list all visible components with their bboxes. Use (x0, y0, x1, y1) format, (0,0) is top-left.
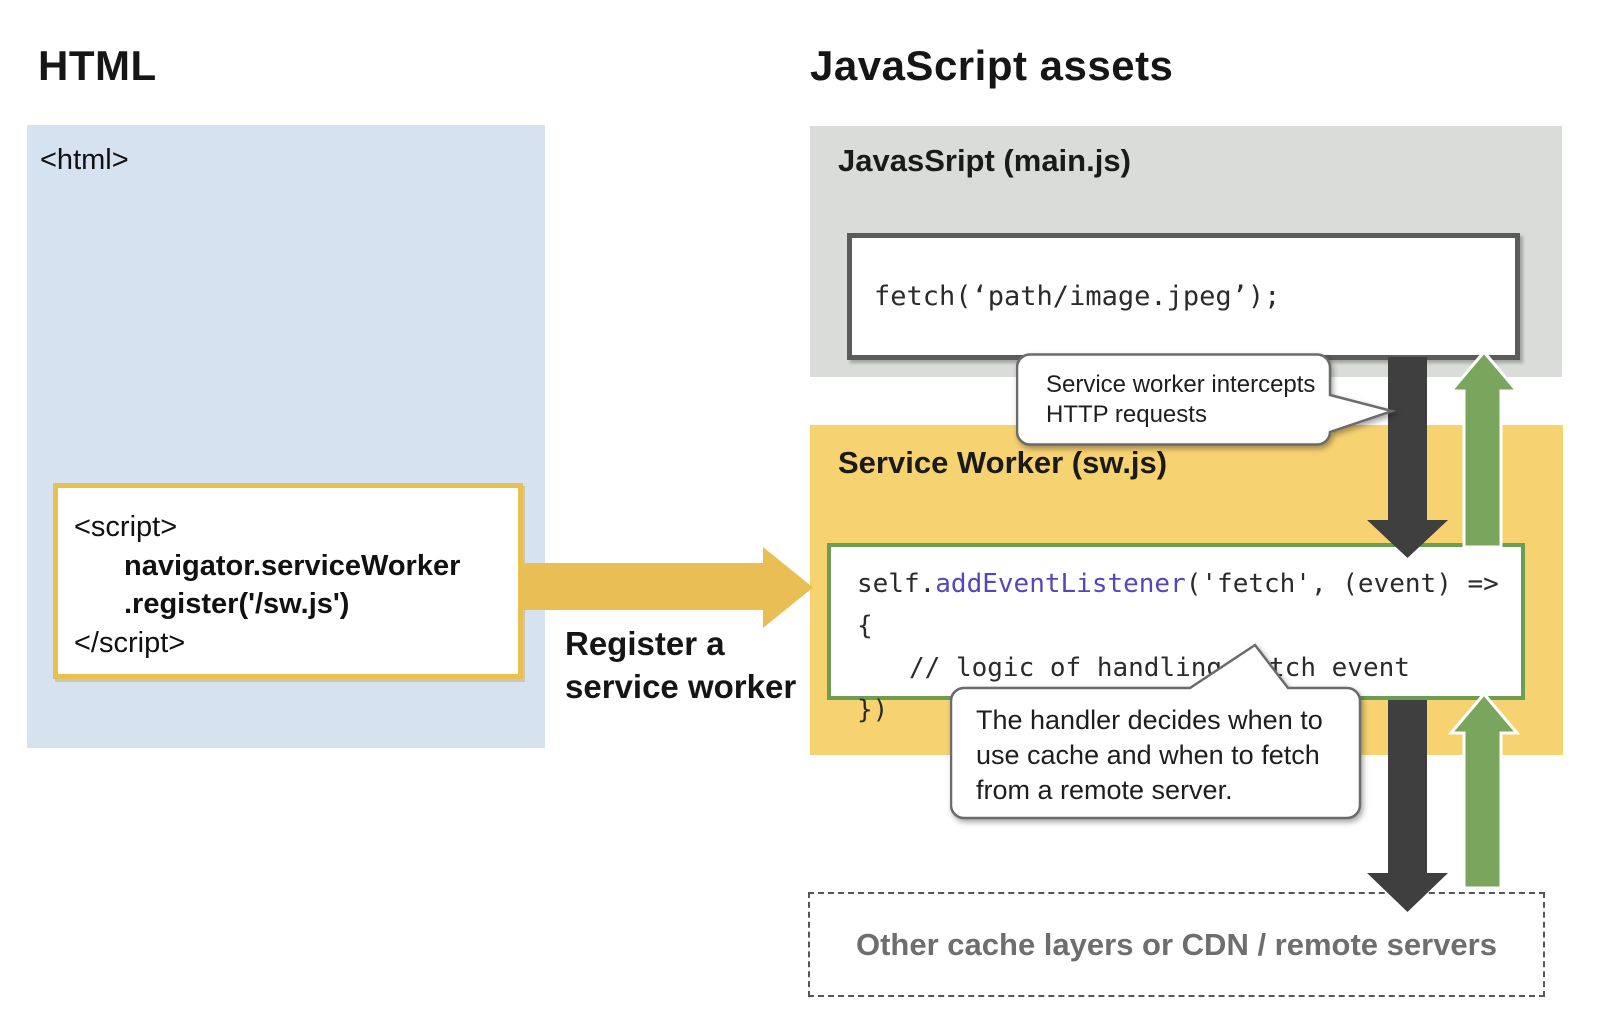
intercept-callout-text: Service worker intercepts HTTP requests (1046, 371, 1316, 428)
service-worker-title: Service Worker (sw.js) (838, 445, 1168, 480)
add-event-listener-keyword: addEventListener (935, 569, 1186, 599)
register-script-box: <script> navigator.serviceWorker .regist… (53, 483, 523, 679)
sw-code-line-3: }) (857, 695, 889, 725)
register-arrow-label: Register a service worker (565, 625, 797, 705)
intercept-callout-shape (1016, 353, 1397, 446)
fetch-code-box: fetch(‘path/image.jpeg’); (847, 233, 1520, 360)
intercept-callout: Service worker intercepts HTTP requests (1016, 353, 1401, 448)
script-code-line-2: .register('/sw.js') (124, 588, 350, 620)
register-arrow (521, 547, 813, 628)
html-tag-text: <html> (40, 144, 129, 176)
script-open-tag: <script> (74, 511, 178, 543)
html-heading: HTML (38, 42, 157, 89)
handler-callout-shape (950, 643, 1362, 820)
fetch-code-text: fetch(‘path/image.jpeg’); (874, 281, 1281, 312)
script-code-line-1: navigator.serviceWorker (124, 549, 461, 582)
mainjs-title: JavasSript (main.js) (838, 143, 1131, 178)
sw-code-line-2: // logic of handling fetch event (909, 653, 1410, 683)
cache-layers-label: Other cache layers or CDN / remote serve… (856, 926, 1497, 962)
handler-callout-text: The handler decides when to use cache an… (976, 705, 1323, 805)
handler-callout: The handler decides when to use cache an… (950, 643, 1365, 823)
cache-layers-box: Other cache layers or CDN / remote serve… (808, 892, 1545, 997)
javascript-assets-heading: JavaScript assets (810, 42, 1174, 89)
script-close-tag: </script> (74, 626, 186, 659)
sw-code-line-1: self.addEventListener('fetch', (event) =… (857, 569, 1499, 641)
